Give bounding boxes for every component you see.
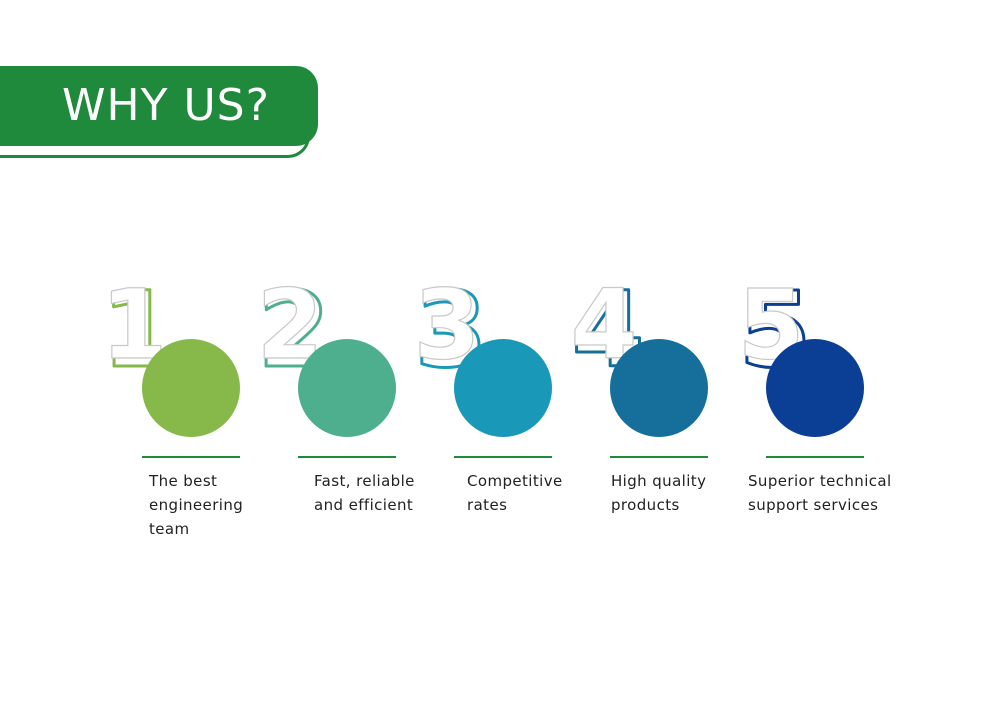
step-label-line: products — [611, 496, 680, 514]
step-label-line: and efficient — [314, 496, 414, 514]
step-label-line: The best — [149, 472, 218, 490]
step-5: 55 — [737, 268, 864, 458]
step-label-line: Superior technical — [748, 472, 892, 490]
step-label-line: Competitive — [467, 472, 563, 490]
step-label: High quality products — [611, 469, 706, 517]
page-title: WHY US? — [62, 80, 270, 131]
step-circle — [298, 339, 396, 437]
step-label-line: rates — [467, 496, 508, 514]
step-circle — [454, 339, 552, 437]
why-us-banner: WHY US? — [0, 66, 318, 158]
step-label: Competitive rates — [467, 469, 563, 517]
step-label-line: Fast, reliable — [314, 472, 415, 490]
step-label: The best engineering team — [149, 469, 243, 541]
step-label-line: engineering — [149, 496, 244, 514]
step-label-line: support services — [748, 496, 879, 514]
step-label-line: High quality — [611, 472, 707, 490]
step-3: 33 — [413, 268, 552, 458]
step-label: Fast, reliable and efficient — [314, 469, 415, 517]
step-4: 44 — [570, 268, 708, 458]
step-label-line: team — [149, 520, 190, 538]
step-number: 4 — [571, 269, 638, 381]
step-circle — [766, 339, 864, 437]
step-label: Superior technical support services — [748, 469, 892, 517]
step-circle — [142, 339, 240, 437]
step-1: 11 — [100, 268, 240, 458]
step-2: 22 — [256, 268, 396, 458]
step-circle — [610, 339, 708, 437]
banner-background: WHY US? — [0, 66, 318, 146]
